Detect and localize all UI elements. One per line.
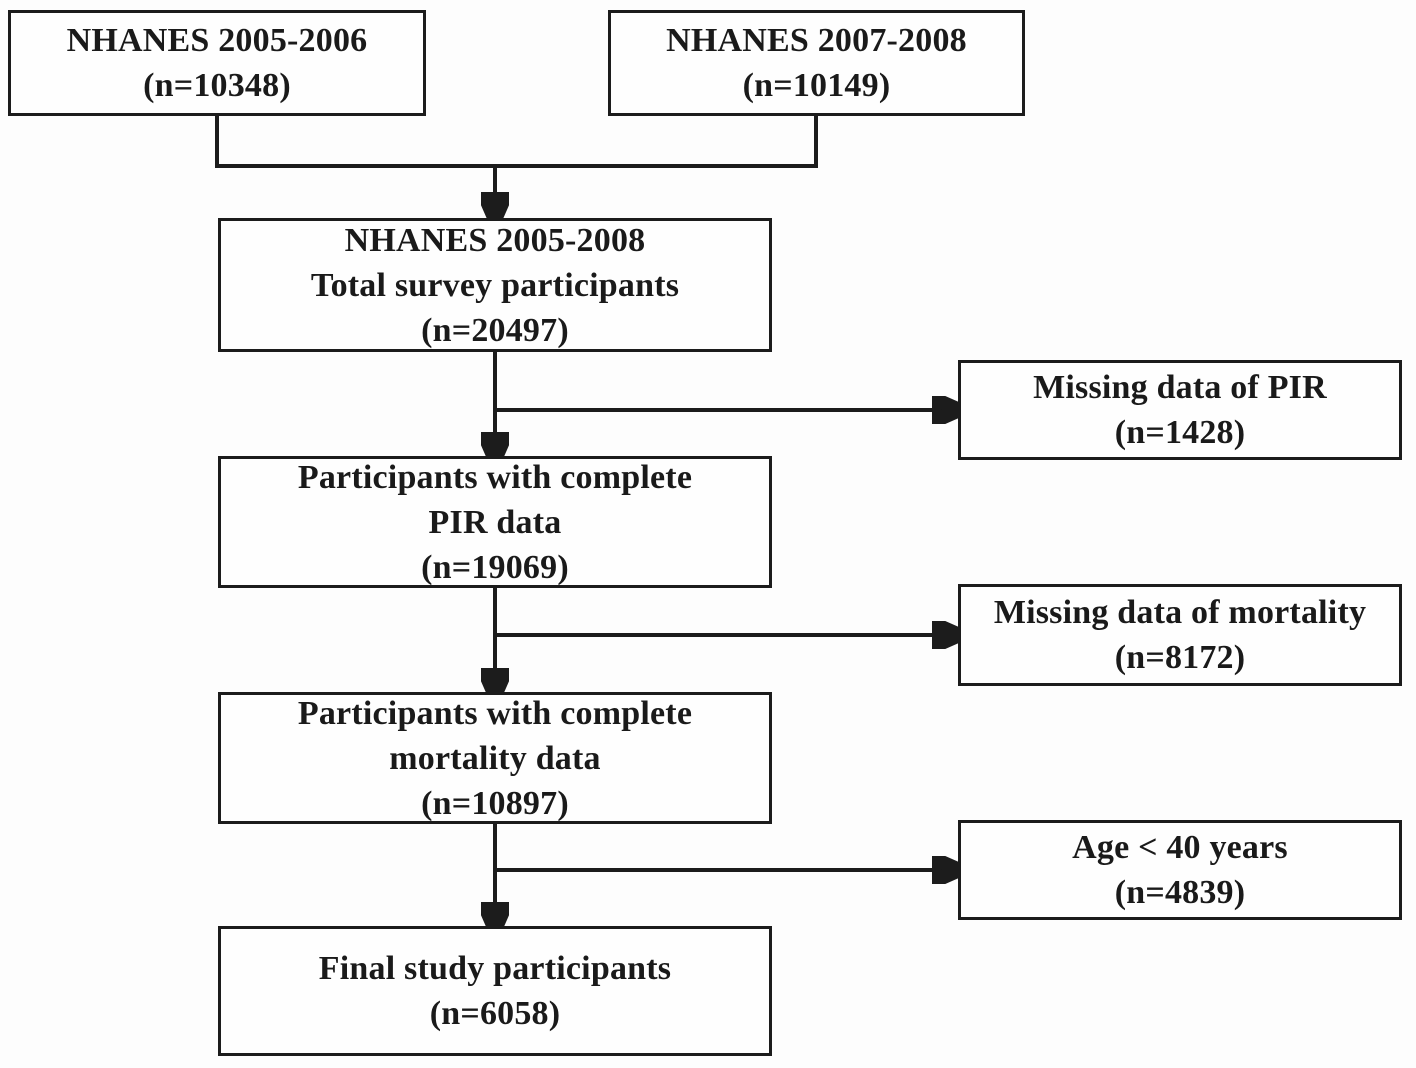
box-count: (n=20497) [421,311,569,349]
box-line: Total survey participants [310,266,680,304]
box-complete-mortality-data: Participants with complete mortality dat… [218,692,772,824]
box-count: (n=8172) [1114,639,1246,676]
connector-merge-bracket [215,116,818,168]
box-line: Age < 40 years [1072,829,1288,866]
box-line: Final study participants [318,950,672,987]
box-line: NHANES 2005-2008 [344,221,646,259]
box-line: Participants with complete [297,694,693,732]
box-nhanes-2007-2008: NHANES 2007-2008 (n=10149) [608,10,1025,116]
box-line: mortality data [389,739,601,777]
box-count: (n=6058) [429,995,561,1032]
box-missing-data-mortality: Missing data of mortality (n=8172) [958,584,1402,686]
box-age-under-40: Age < 40 years (n=4839) [958,820,1402,920]
box-count: (n=4839) [1114,874,1246,911]
box-nhanes-2005-2006: NHANES 2005-2006 (n=10348) [8,10,426,116]
box-line: Participants with complete [297,458,693,496]
box-final-study-participants: Final study participants (n=6058) [218,926,772,1056]
box-complete-pir-data: Participants with complete PIR data (n=1… [218,456,772,588]
box-line: Missing data of PIR [1033,369,1327,406]
box-count: (n=10149) [742,67,891,104]
box-count: (n=19069) [421,548,569,586]
box-missing-data-pir: Missing data of PIR (n=1428) [958,360,1402,460]
box-total-survey-participants: NHANES 2005-2008 Total survey participan… [218,218,772,352]
box-line: NHANES 2005-2006 [66,22,368,59]
box-count: (n=10348) [143,67,291,104]
box-line: Missing data of mortality [993,594,1367,631]
box-count: (n=1428) [1114,414,1246,451]
box-line: NHANES 2007-2008 [666,22,967,59]
box-count: (n=10897) [421,784,569,822]
box-line: PIR data [428,503,562,541]
